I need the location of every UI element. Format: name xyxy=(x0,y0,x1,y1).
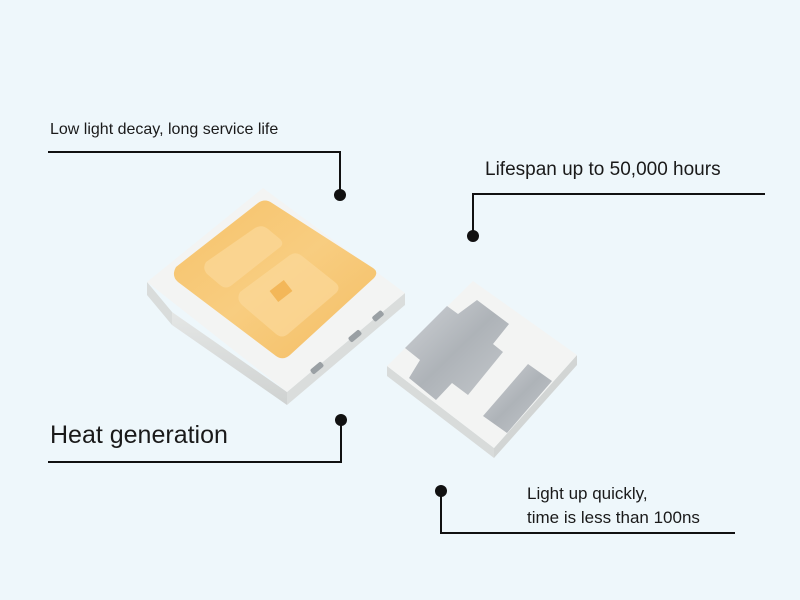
quick-callout-label: Light up quickly, time is less than 100n… xyxy=(527,482,700,530)
front-chip-left-side xyxy=(147,282,172,325)
quick-leader xyxy=(440,492,735,534)
back-chip-large-pad xyxy=(405,300,509,400)
quick-callout-line1: Light up quickly, xyxy=(527,484,648,503)
smd-led-back-icon xyxy=(387,281,577,458)
lifespan-leader xyxy=(472,193,765,236)
callout-dots xyxy=(334,189,479,497)
decay-leader xyxy=(48,151,341,194)
front-chip-pattern xyxy=(204,226,339,337)
back-chip-small-pad xyxy=(483,364,552,433)
decay-dot xyxy=(334,189,346,201)
lifespan-callout-label: Lifespan up to 50,000 hours xyxy=(485,159,721,180)
quick-callout-line2: time is less than 100ns xyxy=(527,508,700,527)
heat-dot xyxy=(335,414,347,426)
heat-leader xyxy=(48,420,342,463)
back-chip-side xyxy=(387,366,494,458)
smd-led-front-icon xyxy=(147,188,405,405)
heat-callout-label: Heat generation xyxy=(50,421,228,449)
callout-lines xyxy=(48,151,765,534)
quick-dot xyxy=(435,485,447,497)
lifespan-dot xyxy=(467,230,479,242)
front-chip-center-mark xyxy=(269,279,293,303)
back-chip-side-right xyxy=(494,355,577,458)
front-chip-bottom-side xyxy=(172,312,287,405)
decay-callout-label: Low light decay, long service life xyxy=(50,121,279,138)
front-chip-terminals xyxy=(310,310,384,374)
